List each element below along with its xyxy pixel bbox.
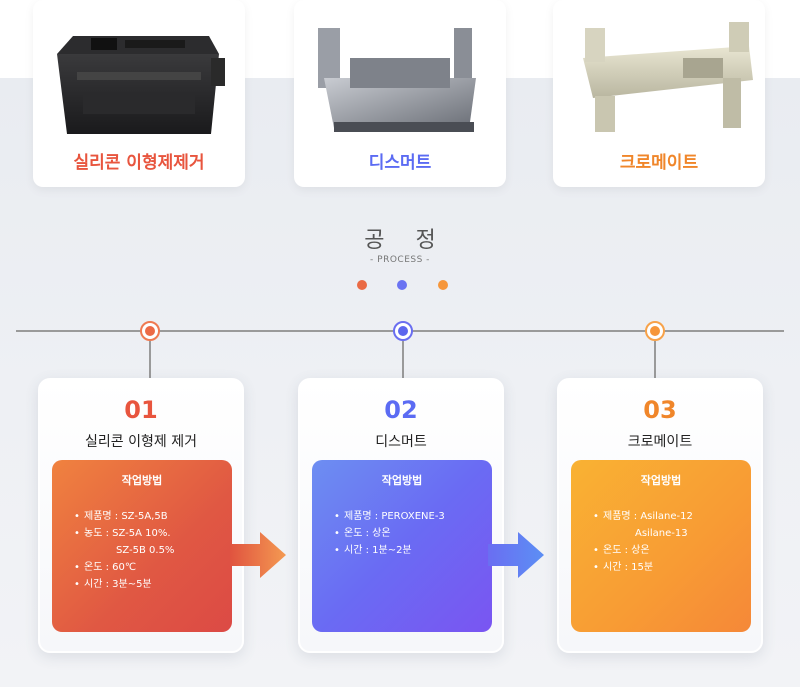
method-item: 온도 : 상온 xyxy=(334,525,492,542)
timeline-connector-1 xyxy=(149,341,151,379)
method-item: 시간 : 3분~5분 xyxy=(74,576,232,593)
method-title: 작업방법 xyxy=(121,474,163,487)
product-card-chromate: 크로메이트 xyxy=(553,0,765,187)
method-item: 시간 : 1분~2분 xyxy=(334,542,492,559)
product-card-desmut: 디스머트 xyxy=(294,0,506,187)
method-title: 작업방법 xyxy=(640,474,682,487)
method-item: 제품명 : PEROXENE-3 xyxy=(334,508,492,525)
timeline-connector-2 xyxy=(402,341,404,379)
step-name: 크로메이트 xyxy=(627,434,693,450)
method-box: 작업방법 제품명 : PEROXENE-3 온도 : 상온 시간 : 1분~2분 xyxy=(312,460,492,632)
silicone-removal-part-photo xyxy=(57,36,225,134)
method-item: 농도 : SZ-5A 10%. xyxy=(74,525,232,542)
decor-dot-amber xyxy=(438,280,448,290)
timeline-connector-3 xyxy=(654,341,656,379)
method-item: 온도 : 상온 xyxy=(593,542,751,559)
method-item: 제품명 : Asilane-12 xyxy=(593,508,751,525)
arrow-right-icon xyxy=(230,532,286,578)
product-label-chromate: 크로메이트 xyxy=(619,153,699,173)
process-title: 공 정 xyxy=(364,228,448,253)
method-list: 제품명 : PEROXENE-3 온도 : 상온 시간 : 1분~2분 xyxy=(312,508,492,559)
step-number: 03 xyxy=(643,396,677,424)
product-label-desmut: 디스머트 xyxy=(368,153,432,173)
step-number: 01 xyxy=(124,396,158,424)
step-card-2: 02 디스머트 작업방법 제품명 : PEROXENE-3 온도 : 상온 시간… xyxy=(298,378,504,653)
decor-dot-orange xyxy=(357,280,367,290)
product-label-silicone: 실리콘 이형제제거 xyxy=(73,153,205,173)
method-box: 작업방법 제품명 : SZ-5A,5B 농도 : SZ-5A 10%. SZ-5… xyxy=(52,460,232,632)
step-card-3: 03 크로메이트 작업방법 제품명 : Asilane-12 Asilane-1… xyxy=(557,378,763,653)
method-list: 제품명 : SZ-5A,5B 농도 : SZ-5A 10%. SZ-5B 0.5… xyxy=(52,508,232,593)
decor-dot-blue xyxy=(397,280,407,290)
step-name: 디스머트 xyxy=(375,434,427,450)
timeline-node-3 xyxy=(645,321,665,341)
step-name: 실리콘 이형제 제거 xyxy=(85,434,197,450)
step-number: 02 xyxy=(384,396,418,424)
method-box: 작업방법 제품명 : Asilane-12 Asilane-13 온도 : 상온… xyxy=(571,460,751,632)
arrow-right-icon xyxy=(488,532,544,578)
desmut-part-photo xyxy=(318,28,476,132)
chromate-part-photo xyxy=(583,22,753,132)
timeline-node-2 xyxy=(393,321,413,341)
timeline-node-1 xyxy=(140,321,160,341)
step-card-1: 01 실리콘 이형제 제거 작업방법 제품명 : SZ-5A,5B 농도 : S… xyxy=(38,378,244,653)
method-item: 제품명 : SZ-5A,5B xyxy=(74,508,232,525)
method-item: 온도 : 60℃ xyxy=(74,559,232,576)
method-item: SZ-5B 0.5% xyxy=(116,545,175,556)
process-subtitle: - PROCESS - xyxy=(370,255,430,265)
product-card-silicone: 실리콘 이형제제거 xyxy=(33,0,245,187)
method-item: Asilane-13 xyxy=(635,528,688,539)
method-item: 시간 : 15분 xyxy=(593,559,751,576)
method-list: 제품명 : Asilane-12 Asilane-13 온도 : 상온 시간 :… xyxy=(571,508,751,576)
method-title: 작업방법 xyxy=(381,474,423,487)
